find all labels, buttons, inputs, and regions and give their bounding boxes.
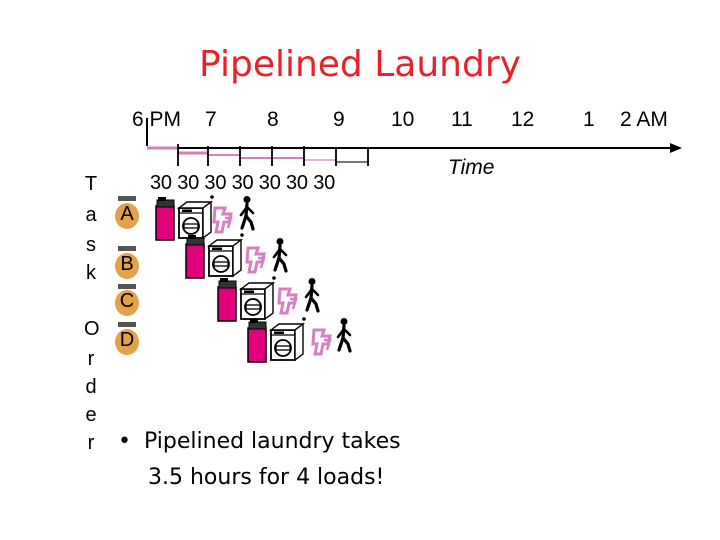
task-label-c: C — [115, 290, 139, 313]
dryer-icon — [209, 233, 244, 276]
load-d — [248, 317, 350, 362]
bullet-dot: • — [118, 424, 144, 460]
storer-icon — [241, 196, 253, 229]
bullet-point: •Pipelined laundry takes 3.5 hours for 4… — [118, 424, 538, 496]
storer-icon — [306, 278, 318, 311]
storer-icon — [274, 238, 286, 271]
washer-icon — [218, 278, 236, 321]
storer-icon — [338, 318, 350, 351]
dryer-icon — [241, 276, 276, 319]
load-c — [218, 276, 318, 321]
task-label-a: A — [115, 203, 139, 226]
washer-icon — [248, 319, 266, 362]
washer-icon — [156, 197, 174, 240]
folder-icon — [279, 289, 296, 313]
folder-icon — [247, 248, 264, 272]
timeline-arrowhead — [670, 143, 682, 153]
task-label-d: D — [115, 329, 139, 352]
load-b — [186, 233, 286, 278]
bullet-line-2: 3.5 hours for 4 loads! — [118, 460, 538, 496]
washer-icon — [186, 235, 204, 278]
bullet-line-1: Pipelined laundry takes — [144, 429, 401, 454]
folder-icon — [313, 330, 330, 354]
folder-icon — [214, 208, 231, 232]
dryer-icon — [179, 195, 214, 238]
task-label-b: B — [115, 253, 139, 276]
dryer-icon — [271, 317, 306, 360]
load-a — [156, 195, 253, 240]
